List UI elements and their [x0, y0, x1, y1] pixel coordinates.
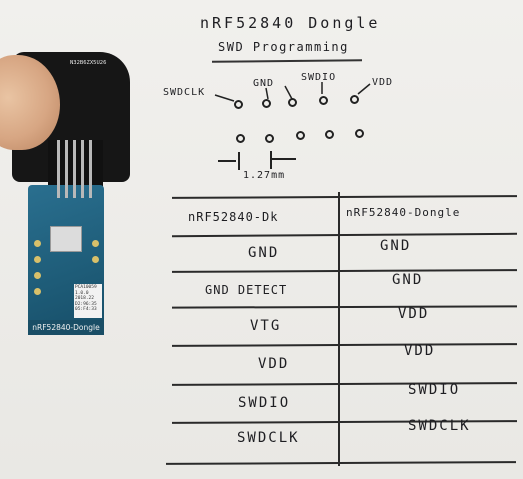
dimension-tick [238, 152, 240, 170]
header-hole [319, 96, 328, 105]
adapter-code: N32B6ZX5U26 [70, 60, 107, 66]
pin-label-swdio: SWDIO [301, 72, 337, 83]
board-pad [34, 240, 41, 247]
board-label: nRF52840-Dongle [28, 320, 104, 335]
table-cell: GND DETECT [205, 283, 288, 297]
header-hole [236, 134, 245, 143]
table-header-dongle: nRF52840-Dongle [346, 206, 461, 219]
pitch-label: 1.27mm [243, 170, 286, 181]
table-cell: VDD [404, 343, 436, 359]
pin-label-gnd: GND [253, 78, 275, 89]
table-cell: SWDIO [408, 382, 461, 398]
header-hole [325, 130, 334, 139]
dimension-arrow-left [218, 160, 236, 162]
table-cell: VTG [250, 318, 282, 334]
board-chip [50, 226, 82, 252]
board-pad [34, 272, 41, 279]
table-cell: GND [392, 272, 424, 288]
board-pad [92, 240, 99, 247]
header-hole [288, 98, 297, 107]
header-hole [262, 99, 271, 108]
pin-label-vdd: VDD [372, 77, 394, 88]
header-hole [296, 131, 305, 140]
dimension-arrow-right [272, 158, 296, 160]
table-cell: VDD [258, 356, 290, 372]
table-cell: VDD [398, 306, 430, 322]
board-sticker: PCA10059 1.0.0 2018.22 D2:96:35 05:F4:33 [74, 284, 102, 318]
table-cell: GND [248, 245, 280, 261]
board-pad [34, 256, 41, 263]
header-hole [355, 129, 364, 138]
board-pad [92, 256, 99, 263]
table-divider [338, 192, 340, 466]
table-cell: GND [380, 238, 412, 254]
board-pad [34, 288, 41, 295]
note-title: nRF52840 Dongle [200, 14, 381, 32]
table-cell: SWDIO [238, 395, 291, 411]
header-hole [265, 134, 274, 143]
header-hole [350, 95, 359, 104]
dimension-tick [270, 151, 272, 169]
table-header-dk: nRF52840-Dk [188, 210, 279, 224]
pin-label-swdclk: SWDCLK [163, 87, 206, 98]
table-cell: SWDCLK [408, 418, 471, 434]
note-subtitle: SWD Programming [218, 40, 349, 54]
pogo-pins [57, 140, 93, 198]
table-cell: SWDCLK [237, 430, 300, 446]
header-hole [234, 100, 243, 109]
